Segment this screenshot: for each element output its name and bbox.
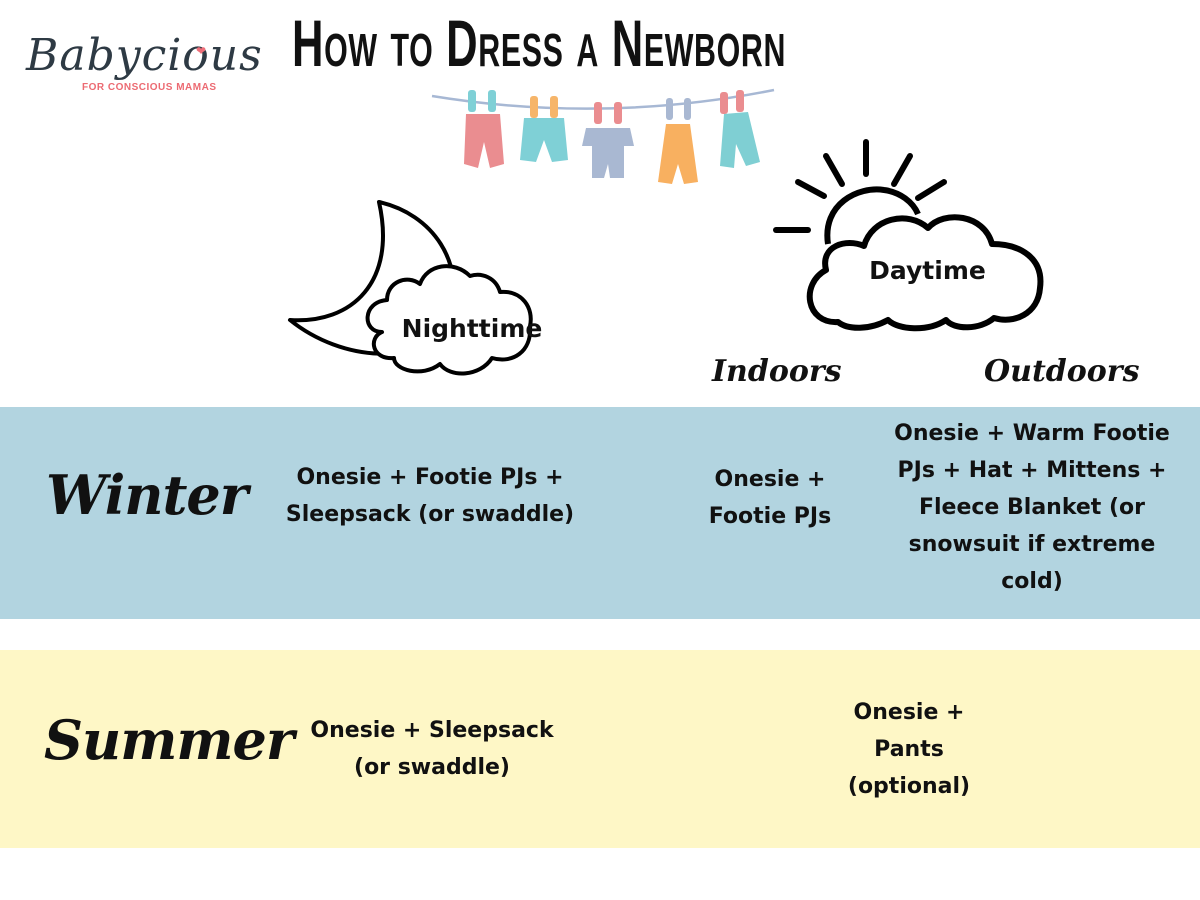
season-label-summer: Summer xyxy=(44,708,294,772)
outdoors-column-label: Outdoors xyxy=(984,354,1140,389)
brand-tagline: FOR CONSCIOUS MAMAS xyxy=(82,82,217,93)
nighttime-column-label: Nighttime xyxy=(401,314,543,343)
winter-outdoors-cell: Onesie + Warm Footie PJs + Hat + Mittens… xyxy=(894,421,1170,594)
page-title: How to Dress a Newborn xyxy=(292,6,787,80)
sun-cloud-icon xyxy=(773,139,1044,332)
season-label-winter: Winter xyxy=(46,463,248,527)
heart-icon: ❤ xyxy=(196,44,207,58)
brand-name: Babycious xyxy=(26,30,263,81)
brand-logo: Babycious ❤ FOR CONSCIOUS MAMAS xyxy=(22,22,262,102)
winter-row: Winter Onesie + Footie PJs + Sleepsack (… xyxy=(0,407,1200,619)
winter-indoors-cell: Onesie + Footie PJs xyxy=(708,467,832,529)
clothesline-icon xyxy=(431,88,775,184)
daytime-column-label: Daytime xyxy=(869,256,986,285)
summer-nighttime-cell: Onesie + Sleepsack (or swaddle) xyxy=(310,718,554,780)
winter-nighttime-cell: Onesie + Footie PJs + Sleepsack (or swad… xyxy=(285,465,575,527)
summer-daytime-cell: Onesie + Pants (optional) xyxy=(847,700,971,799)
indoors-column-label: Indoors xyxy=(712,354,842,389)
summer-row: Summer Onesie + Sleepsack (or swaddle) O… xyxy=(0,650,1200,848)
moon-cloud-icon xyxy=(288,200,533,376)
